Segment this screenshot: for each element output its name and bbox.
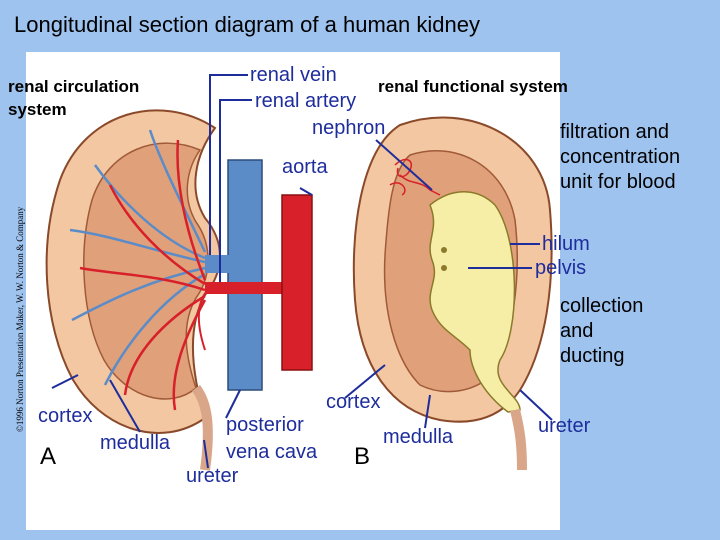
annotation-filtration: filtration and concentration unit for bl… xyxy=(560,120,680,195)
label-pelvis: pelvis xyxy=(535,257,587,279)
heading-circulation-2: system xyxy=(8,100,67,119)
label-vena-cava: vena cava xyxy=(226,441,318,463)
annotation-filtration-line-1: filtration and xyxy=(560,121,669,143)
leader-lines xyxy=(51,74,553,469)
renal-pelvis xyxy=(429,191,521,413)
annotation-collection-line-2: and xyxy=(560,320,594,342)
panel-label-a: A xyxy=(40,443,57,470)
renal-artery-trunk xyxy=(205,282,285,294)
label-ureter-a: ureter xyxy=(186,465,239,487)
label-hilum: hilum xyxy=(542,233,590,255)
label-cortex-a: cortex xyxy=(38,405,93,427)
label-posterior: posterior xyxy=(226,414,304,436)
kidney-a-arteries xyxy=(79,139,207,411)
label-nephron: nephron xyxy=(312,117,386,139)
annotation-collection: collection and ducting xyxy=(560,294,643,369)
label-ureter-b: ureter xyxy=(538,415,591,437)
ureter-b xyxy=(510,408,527,471)
label-renal-vein: renal vein xyxy=(250,64,337,86)
annotation-collection-line-3: ducting xyxy=(560,345,625,367)
kidney-b xyxy=(352,116,553,471)
annotation-filtration-line-3: unit for blood xyxy=(560,171,676,193)
label-medulla-b: medulla xyxy=(383,426,454,448)
label-medulla-a: medulla xyxy=(100,432,171,454)
copyright-notice: ©1996 Norton Presentation Maker, W. W. N… xyxy=(15,206,25,432)
label-cortex-b: cortex xyxy=(326,391,381,413)
label-renal-artery: renal artery xyxy=(255,90,357,112)
panel-label-b: B xyxy=(354,443,371,470)
slide-title: Longitudinal section diagram of a human … xyxy=(14,12,480,37)
heading-functional: renal functional system xyxy=(378,77,568,96)
annotation-collection-line-1: collection xyxy=(560,295,644,317)
label-aorta: aorta xyxy=(282,156,328,178)
kidney-a-medulla xyxy=(83,142,209,400)
vena-cava xyxy=(227,159,263,391)
kidney-a xyxy=(45,109,313,471)
aorta xyxy=(281,194,313,371)
annotation-filtration-line-2: concentration xyxy=(560,146,681,168)
heading-circulation-1: renal circulation xyxy=(8,77,140,96)
